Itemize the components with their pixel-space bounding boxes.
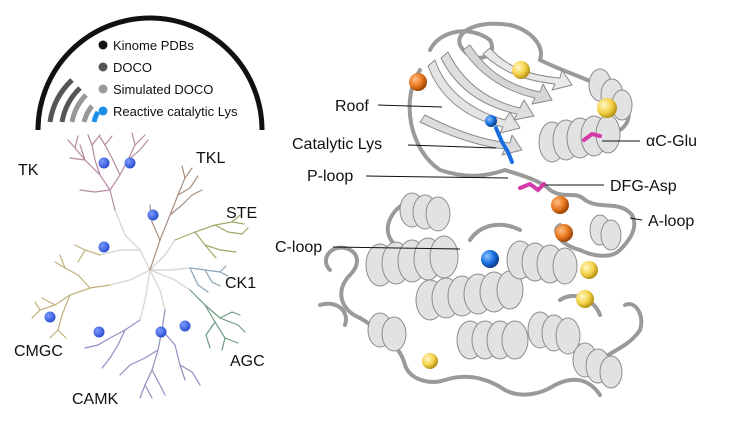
tree-branch-camk	[84, 309, 201, 399]
c-loop-leader	[332, 246, 461, 250]
reactive-lys-sphere	[481, 250, 499, 268]
kinome-marker	[124, 157, 136, 169]
legend-arcs	[35, 15, 265, 131]
orange-sphere	[551, 196, 569, 214]
group-label-tk: TK	[18, 162, 39, 179]
protein-structure	[318, 21, 644, 397]
legend-swatch-reactive	[98, 106, 108, 116]
reactive-lys-sphere	[485, 115, 497, 127]
helices	[365, 68, 633, 389]
kinome-marker	[147, 209, 159, 221]
yellow-sphere	[422, 353, 438, 369]
beta-sheet	[419, 44, 573, 156]
label-dfg-asp: DFG-Asp	[610, 178, 677, 195]
doco-arc-2	[59, 86, 82, 123]
a-loop-leader	[629, 217, 643, 221]
legend-swatch-kinome	[98, 40, 108, 50]
kinome-tree	[31, 132, 249, 399]
spheres	[409, 61, 617, 369]
kinome-marker	[98, 241, 110, 253]
legend-label: DOCO	[113, 60, 152, 75]
legend-swatch-doco	[98, 62, 108, 72]
tree-branch-tkl	[149, 165, 203, 271]
kinome-marker	[179, 320, 191, 332]
simulated-arc	[69, 93, 88, 123]
tree-branch-tk	[67, 132, 149, 211]
tree-branch-ck1	[189, 265, 229, 293]
kinome-marker	[44, 311, 56, 323]
kinome-group-labels: TK TKL STE CK1 AGC CAMK CMGC	[14, 150, 265, 408]
label-catalytic-lys: Catalytic Lys	[292, 136, 382, 153]
kinome-markers	[44, 157, 191, 338]
group-label-ck1: CK1	[225, 275, 256, 292]
dfg-asp-stick	[518, 181, 546, 193]
legend-swatch-simulated	[98, 84, 108, 94]
group-label-cmgc: CMGC	[14, 343, 63, 360]
yellow-sphere	[512, 61, 530, 79]
yellow-sphere	[580, 261, 598, 279]
tree-branch-ste	[174, 214, 249, 259]
label-alpha-c-glu: αC-Glu	[646, 133, 697, 150]
legend: Kinome PDBs DOCO Simulated DOCO Reactive…	[98, 38, 238, 119]
yellow-sphere	[576, 290, 594, 308]
label-a-loop: A-loop	[648, 213, 694, 230]
kinome-marker	[93, 326, 105, 338]
alpha-c-helix	[538, 114, 621, 163]
tree-branch-cmgc	[31, 244, 111, 339]
group-label-agc: AGC	[230, 353, 265, 370]
catalytic-lys-leader	[407, 144, 497, 149]
group-label-ste: STE	[226, 205, 257, 222]
structure-annotations: Roof Catalytic Lys P-loop C-loop αC-Glu …	[275, 98, 697, 256]
label-p-loop: P-loop	[307, 168, 353, 185]
group-label-tkl: TKL	[196, 150, 225, 167]
legend-label: Kinome PDBs	[113, 38, 194, 53]
p-loop-leader	[365, 175, 509, 179]
orange-sphere	[555, 224, 573, 242]
yellow-sphere	[597, 98, 617, 118]
kinome-arc	[35, 15, 265, 131]
label-roof: Roof	[335, 98, 369, 115]
catalytic-lys-stick	[494, 126, 514, 164]
kinome-marker	[155, 326, 167, 338]
residue-sticks	[494, 126, 602, 193]
reactive-arc	[91, 110, 101, 123]
legend-label: Simulated DOCO	[113, 82, 213, 97]
label-c-loop: C-loop	[275, 239, 322, 256]
orange-sphere	[409, 73, 427, 91]
simulated-arc-2	[81, 104, 95, 123]
group-label-camk: CAMK	[72, 391, 119, 408]
alpha-c-glu-stick	[582, 131, 602, 142]
tree-branch-agc	[189, 289, 246, 351]
kinome-marker	[98, 157, 110, 169]
roof-leader	[377, 104, 443, 108]
doco-arc	[47, 78, 74, 123]
legend-label: Reactive catalytic Lys	[113, 104, 238, 119]
